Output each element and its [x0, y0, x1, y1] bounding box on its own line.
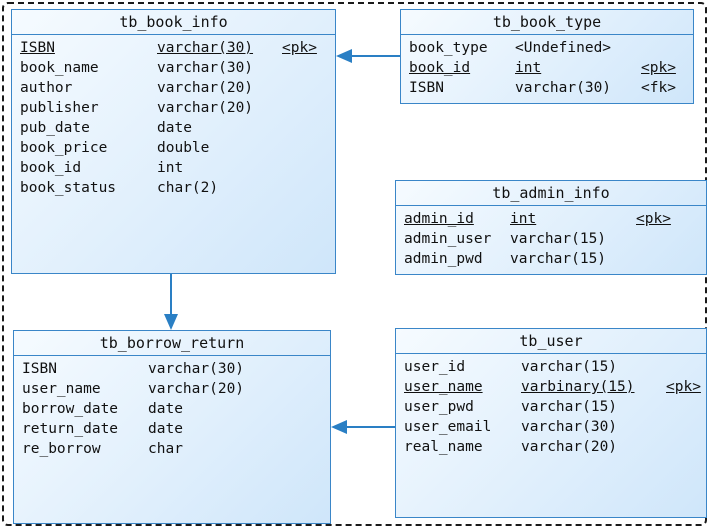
column-name: admin_pwd [404, 251, 483, 267]
column-name: real_name [404, 439, 483, 455]
column-type: char [148, 441, 183, 457]
column-name: book_status [20, 180, 117, 196]
column-name: ISBN [20, 40, 55, 56]
table-row[interactable]: book_name varchar(30) [20, 58, 335, 78]
column-name: admin_id [404, 211, 474, 227]
column-name: user_name [22, 381, 101, 397]
column-name: user_email [404, 419, 492, 435]
link-arrowhead [331, 420, 347, 434]
table-row[interactable]: user_pwd varchar(15) [404, 397, 706, 417]
table-row[interactable]: admin_pwd varchar(15) [404, 249, 706, 269]
column-type: int [515, 60, 542, 76]
column-type: <Undefined> [515, 40, 612, 56]
column-name: book_id [20, 160, 82, 176]
column-name: book_price [20, 140, 108, 156]
column-type: char(2) [157, 180, 219, 196]
column-type: date [157, 120, 192, 136]
column-type: varchar(30) [515, 80, 612, 96]
column-type: varchar(30) [157, 40, 254, 56]
table-row[interactable]: pub_date date [20, 118, 335, 138]
column-name: return_date [22, 421, 119, 437]
column-type: date [148, 421, 183, 437]
table-title: tb_book_info [12, 10, 335, 35]
column-type: varchar(20) [157, 100, 254, 116]
link-arrowhead [164, 314, 178, 330]
column-key: <pk> [636, 211, 671, 227]
table-tb-book-info[interactable]: tb_book_info ISBN varchar(30) <pk> book_nam… [11, 9, 336, 274]
table-row[interactable]: return_date date [22, 419, 330, 439]
column-name: user_pwd [404, 399, 474, 415]
column-type: date [148, 401, 183, 417]
table-row[interactable]: re_borrow char [22, 439, 330, 459]
table-row[interactable]: admin_id int <pk> [404, 209, 706, 229]
table-title: tb_borrow_return [14, 331, 330, 356]
table-row[interactable]: ISBN varchar(30) <fk> [409, 78, 693, 98]
table-tb-user[interactable]: tb_user user_id varchar(15) user_name varbi… [395, 328, 707, 518]
table-row[interactable]: author varchar(20) [20, 78, 335, 98]
table-row[interactable]: ISBN varchar(30) [22, 359, 330, 379]
table-row[interactable]: user_id varchar(15) [404, 357, 706, 377]
table-row[interactable]: book_price double [20, 138, 335, 158]
column-type: varchar(20) [157, 80, 254, 96]
column-type: double [157, 140, 210, 156]
table-row[interactable]: book_id int [20, 158, 335, 178]
table-row[interactable]: real_name varchar(20) [404, 437, 706, 457]
column-type: varchar(15) [521, 399, 618, 415]
table-title: tb_book_type [401, 10, 693, 35]
column-type: varchar(15) [521, 359, 618, 375]
column-name: book_id [409, 60, 471, 76]
table-row[interactable]: user_name varchar(20) [22, 379, 330, 399]
column-name: publisher [20, 100, 99, 116]
column-key: <pk> [282, 40, 317, 56]
column-type: varchar(30) [521, 419, 618, 435]
column-name: ISBN [22, 361, 57, 377]
column-type: varchar(15) [510, 231, 607, 247]
column-name: user_name [404, 379, 483, 395]
table-row[interactable]: user_name varbinary(15) <pk> [404, 377, 706, 397]
column-name: ISBN [409, 80, 444, 96]
column-type: varchar(30) [148, 361, 245, 377]
column-type: int [510, 211, 537, 227]
table-row[interactable]: user_email varchar(30) [404, 417, 706, 437]
column-type: varchar(30) [157, 60, 254, 76]
column-type: varchar(20) [148, 381, 245, 397]
column-name: book_type [409, 40, 488, 56]
table-row[interactable]: borrow_date date [22, 399, 330, 419]
column-type: varchar(20) [521, 439, 618, 455]
table-row[interactable]: publisher varchar(20) [20, 98, 335, 118]
table-title: tb_user [396, 329, 706, 354]
table-tb-book-type[interactable]: tb_book_type book_type <Undefined> book_id… [400, 9, 694, 104]
table-row[interactable]: book_id int <pk> [409, 58, 693, 78]
column-name: pub_date [20, 120, 90, 136]
table-row[interactable]: admin_user varchar(15) [404, 229, 706, 249]
column-name: author [20, 80, 73, 96]
column-type: int [157, 160, 184, 176]
column-type: varchar(15) [510, 251, 607, 267]
column-name: admin_user [404, 231, 492, 247]
column-name: borrow_date [22, 401, 119, 417]
column-key: <pk> [641, 60, 676, 76]
column-name: re_borrow [22, 441, 101, 457]
column-type: varbinary(15) [521, 379, 635, 395]
column-key: <fk> [641, 80, 676, 96]
table-row[interactable]: ISBN varchar(30) <pk> [20, 38, 335, 58]
column-name: user_id [404, 359, 466, 375]
link-arrowhead [336, 49, 352, 63]
table-tb-borrow-return[interactable]: tb_borrow_return ISBN varchar(30) user_nam… [13, 330, 331, 524]
table-row[interactable]: book_status char(2) [20, 178, 335, 198]
table-row[interactable]: book_type <Undefined> [409, 38, 693, 58]
table-title: tb_admin_info [396, 181, 706, 206]
column-name: book_name [20, 60, 99, 76]
column-key: <pk> [666, 379, 701, 395]
